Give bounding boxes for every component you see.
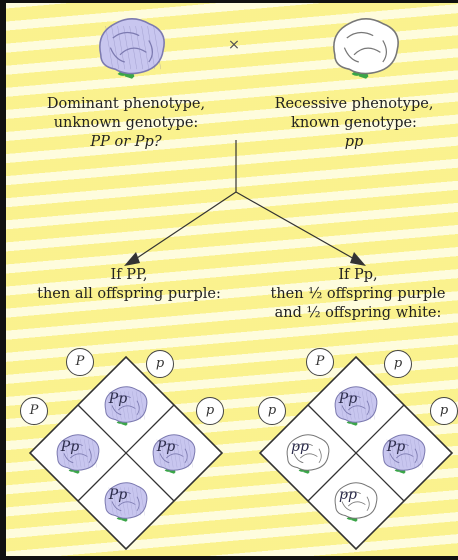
left-parent-caption: Dominant phenotype, unknown genotype: PP… [20, 95, 232, 152]
left-case-line1: If PP, [110, 267, 148, 283]
purple-flower-icon [104, 482, 148, 522]
top-border [0, 0, 458, 3]
white-flower-icon [333, 18, 399, 79]
right-case-caption: If Pp, then ½ offspring purple and ½ off… [260, 266, 456, 323]
purple-flower-icon [382, 434, 426, 474]
gamete-circle: p [146, 350, 174, 378]
right-case-line2: then ½ offspring purple [270, 286, 446, 302]
genotype-label: pp [291, 439, 309, 455]
left-case-caption: If PP, then all offspring purple: [14, 266, 244, 304]
genotype-label: Pp [108, 391, 127, 407]
bottom-border [0, 556, 458, 560]
left-parent-line1: Dominant phenotype, [46, 96, 206, 112]
right-parent-line2: known genotype: [291, 115, 417, 131]
right-punnett-grid: Pp pp Pp pp [258, 355, 454, 551]
purple-flower-icon [56, 434, 100, 474]
gamete-circle: P [66, 348, 94, 376]
left-arrowhead-icon [124, 252, 140, 266]
gamete-circle: p [384, 350, 412, 378]
gamete-circle: p [430, 397, 458, 425]
gamete-circle: P [306, 348, 334, 376]
right-parent-caption: Recessive phenotype, known genotype: pp [262, 95, 446, 152]
punnett-divider [77, 404, 175, 502]
genotype-label: Pp [338, 391, 357, 407]
left-border [0, 0, 6, 560]
genotype-label: pp [339, 487, 357, 503]
genotype-label: Pp [60, 439, 79, 455]
purple-flower-icon [99, 18, 165, 79]
cross-symbol: × [227, 37, 241, 53]
purple-flower-icon [104, 386, 148, 426]
white-flower-icon [334, 482, 378, 522]
gamete-circle: p [258, 397, 286, 425]
purple-parent-flower-icon [99, 18, 165, 79]
genotype-label: Pp [156, 439, 175, 455]
left-parent-line3: PP or Pp? [90, 134, 162, 150]
left-parent-line2: unknown genotype: [53, 115, 199, 131]
right-parent-line1: Recessive phenotype, [274, 96, 434, 112]
gamete-circle: P [20, 397, 48, 425]
purple-flower-icon [152, 434, 196, 474]
left-case-line2: then all offspring purple: [37, 286, 221, 302]
genotype-label: Pp [386, 439, 405, 455]
right-parent-line3: pp [344, 134, 364, 150]
purple-flower-icon [334, 386, 378, 426]
punnett-divider [307, 404, 405, 502]
white-parent-flower-icon [333, 18, 399, 79]
genotype-label: Pp [108, 487, 127, 503]
white-flower-icon [286, 434, 330, 474]
right-arrowhead-icon [350, 252, 366, 266]
right-case-line1: If Pp, [338, 267, 378, 283]
gamete-circle: p [196, 397, 224, 425]
right-case-line3: and ½ offspring white: [274, 305, 442, 321]
